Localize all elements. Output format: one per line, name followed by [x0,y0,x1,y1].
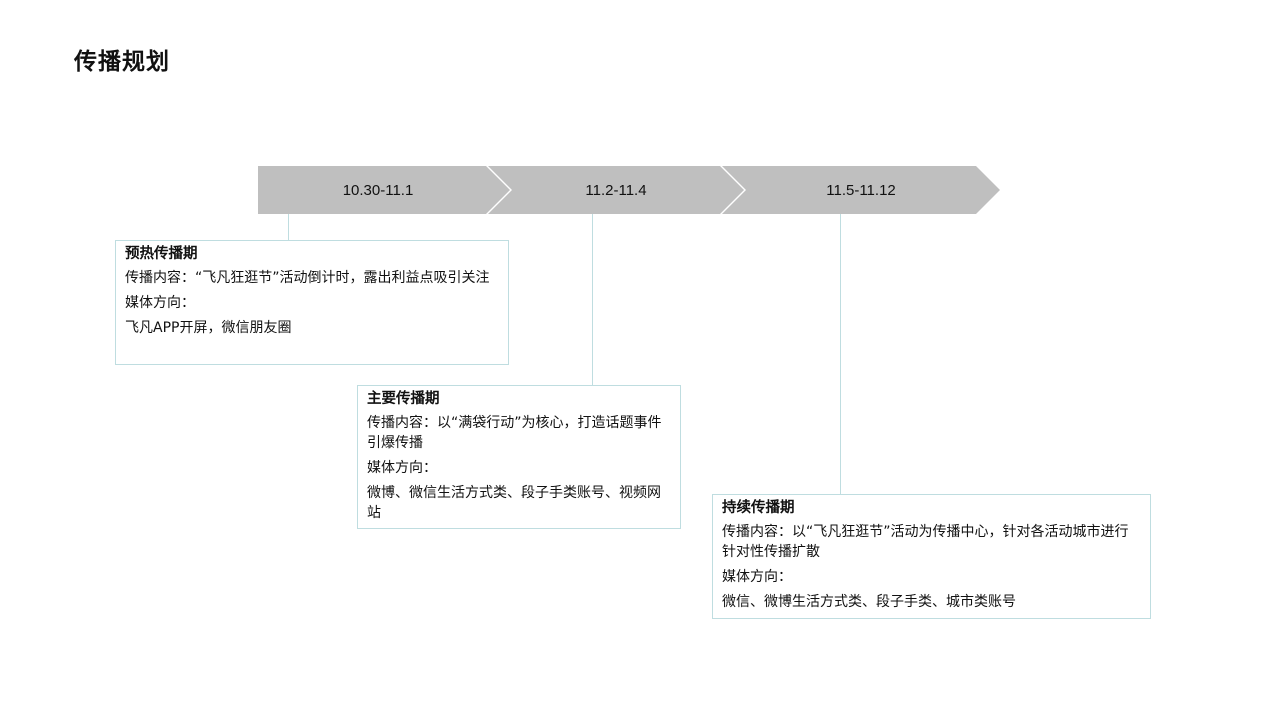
card-media-label: 媒体方向： [367,460,437,476]
phase-date-3: 11.5-11.12 [826,182,896,199]
card-media-label: 媒体方向： [722,569,792,585]
card-title: 预热传播期 [125,246,198,262]
card-media: 微博、微信生活方式类、段子手类账号、视频网站 [367,485,661,521]
card-content: 传播内容：以“飞凡狂逛节”活动为传播中心，针对各活动城市进行针对性传播扩散 [722,524,1129,560]
card-content: 传播内容：以“满袋行动”为核心，打造话题事件引爆传播 [367,415,662,451]
phase-date-1: 10.30-11.1 [343,182,414,199]
card-title: 主要传播期 [367,391,440,407]
phase-arrow-3 [722,166,1000,214]
phase-date-2: 11.2-11.4 [585,182,646,199]
card-content: 传播内容：“飞凡狂逛节”活动倒计时，露出利益点吸引关注 [125,270,490,286]
phase-card-sustain: 持续传播期 传播内容：以“飞凡狂逛节”活动为传播中心，针对各活动城市进行针对性传… [712,494,1151,619]
phase-arrow-1 [258,166,510,214]
card-title: 持续传播期 [722,500,795,516]
page-title: 传播规划 [74,49,170,75]
card-media-label: 媒体方向： [125,295,195,311]
phase-arrow-2 [488,166,744,214]
phase-card-warmup: 预热传播期 传播内容：“飞凡狂逛节”活动倒计时，露出利益点吸引关注 媒体方向： … [115,240,509,365]
phase-card-main: 主要传播期 传播内容：以“满袋行动”为核心，打造话题事件引爆传播 媒体方向： 微… [357,385,681,529]
card-media: 飞凡APP开屏，微信朋友圈 [125,320,292,336]
card-media: 微信、微博生活方式类、段子手类、城市类账号 [722,594,1016,610]
